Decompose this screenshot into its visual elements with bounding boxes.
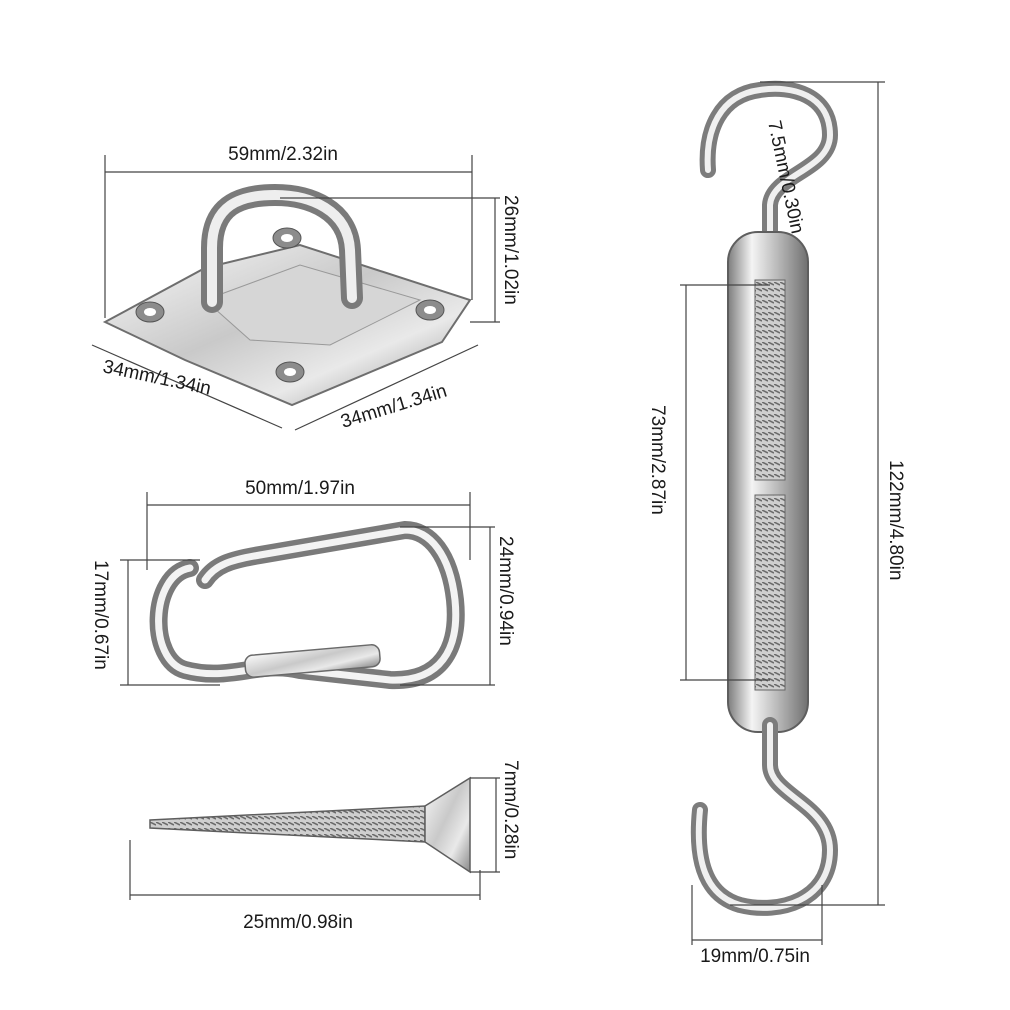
turnbuckle [690,80,839,916]
turnbuckle-total-label: 122mm/4.80in [885,460,906,580]
carabiner-inner-height-label: 17mm/0.67in [90,560,111,670]
plate-hole-left [135,301,165,323]
carabiner-dimension-lines [120,492,495,686]
carabiner-width-label: 50mm/1.97in [245,478,355,499]
screw-length-label: 25mm/0.98in [243,912,353,933]
carabiner-gate [244,644,381,678]
plate-hole-top [272,227,302,249]
turnbuckle-body-label: 73mm/2.87in [647,405,668,515]
turnbuckle-width-label: 19mm/0.75in [700,946,810,967]
turnbuckle-dimension-lines [680,81,885,945]
pad-eye-right-edge-label: 34mm/1.34in [338,381,449,433]
screw-dimension-lines [129,777,500,900]
pad-eye-plate [102,183,472,407]
screw-head-label: 7mm/0.28in [500,760,521,859]
carabiner [149,520,465,690]
carabiner-outer-height-label: 24mm/0.94in [495,536,516,646]
screw [149,776,471,874]
pad-eye-height-label: 26mm/1.02in [500,195,521,305]
plate-hole-right [415,299,445,321]
plate-hole-bottom [275,361,305,383]
pad-eye-dimension-lines [91,155,500,431]
pad-eye-width-label: 59mm/2.32in [228,144,338,165]
